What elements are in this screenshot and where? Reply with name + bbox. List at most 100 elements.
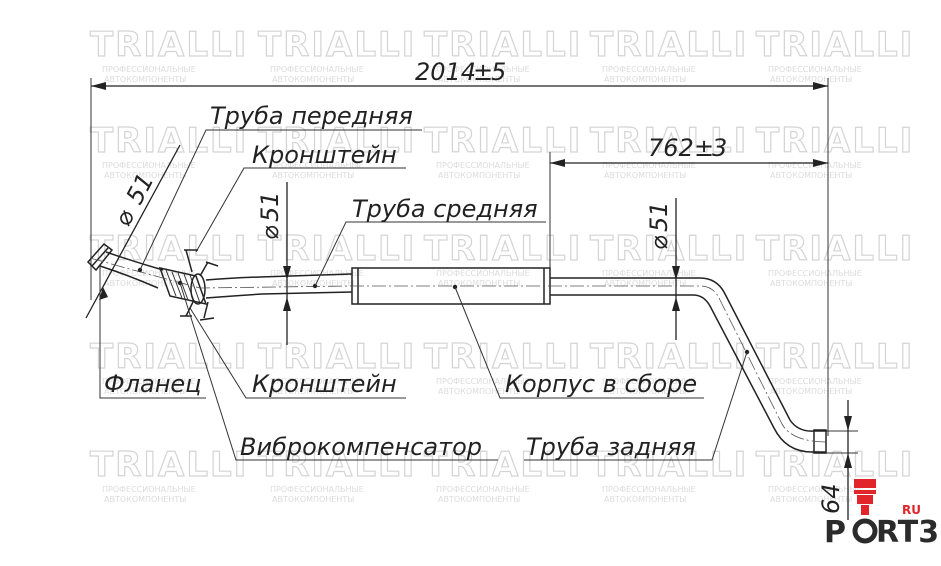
watermark-brand: TRIALLI [590, 121, 748, 161]
watermark-tagline-2: АВТОКОМПОНЕНТЫ [604, 279, 686, 288]
watermark-tagline-2: АВТОКОМПОНЕНТЫ [272, 387, 354, 396]
watermark-tagline-1: ПРОФЕССИОНАЛЬНЫЕ [102, 65, 196, 74]
dimension-outlet-height: 64 [817, 400, 852, 520]
leaders [99, 129, 748, 461]
watermark-tagline-1: ПРОФЕССИОНАЛЬНЫЕ [270, 377, 364, 386]
watermark-brand: TRIALLI [258, 121, 416, 161]
watermark-tagline-2: АВТОКОМПОНЕНТЫ [770, 75, 852, 84]
watermark-tagline-1: ПРОФЕССИОНАЛЬНЫЕ [102, 161, 196, 170]
watermark-tagline-2: АВТОКОМПОНЕНТЫ [770, 387, 852, 396]
watermark-tagline-2: АВТОКОМПОНЕНТЫ [604, 171, 686, 180]
watermark-tagline-2: АВТОКОМПОНЕНТЫ [272, 75, 354, 84]
watermark-tagline-1: ПРОФЕССИОНАЛЬНЫЕ [436, 269, 530, 278]
watermark-brand: TRIALLI [258, 337, 416, 377]
watermark-tagline-2: АВТОКОМПОНЕНТЫ [604, 495, 686, 504]
dimension-dia-rear: ⌀ 51 [645, 198, 680, 340]
label-rear-pipe: Труба задняя [526, 433, 696, 461]
rear-length-pm: ± [694, 134, 714, 162]
watermark-tagline-1: ПРОФЕССИОНАЛЬНЫЕ [102, 269, 196, 278]
watermark-brand: TRIALLI [590, 337, 748, 377]
watermark-brand: TRIALLI [756, 445, 914, 485]
rear-pipe-part [550, 277, 826, 432]
watermark-brand: TRIALLI [90, 229, 248, 269]
watermark-tagline-2: АВТОКОМПОНЕНТЫ [604, 75, 686, 84]
vibro-part [158, 266, 208, 306]
dia-mid-symbol: ⌀ [256, 225, 284, 240]
watermark-tagline-2: АВТОКОМПОНЕНТЫ [770, 171, 852, 180]
watermark-tagline-1: ПРОФЕССИОНАЛЬНЫЕ [270, 269, 364, 278]
watermark-tagline-2: АВТОКОМПОНЕНТЫ [104, 495, 186, 504]
watermark-tagline-1: ПРОФЕССИОНАЛЬНЫЕ [436, 161, 530, 170]
watermark-tagline-2: АВТОКОМПОНЕНТЫ [104, 279, 186, 288]
watermark-brand: TRIALLI [424, 445, 582, 485]
total-length-pm: ± [473, 58, 493, 86]
watermark-brand: TRIALLI [424, 337, 582, 377]
watermark-tagline-2: АВТОКОМПОНЕНТЫ [272, 495, 354, 504]
outlet-height-value: 64 [817, 483, 845, 514]
watermark-brand: TRIALLI [258, 445, 416, 485]
watermark-tagline-2: АВТОКОМПОНЕНТЫ [770, 495, 852, 504]
watermark-tagline-1: ПРОФЕССИОНАЛЬНЫЕ [768, 485, 862, 494]
watermark-brand: TRIALLI [258, 25, 416, 65]
watermark-brand: TRIALLI [258, 229, 416, 269]
logo-rt3-text: RT3 [876, 515, 939, 550]
dia-rear-symbol: ⌀ [645, 235, 673, 250]
label-front-pipe: Труба передняя [210, 102, 413, 130]
label-vibro: Виброкомпенсатор [240, 433, 482, 461]
watermark-brand: TRIALLI [90, 121, 248, 161]
label-middle-pipe: Труба средняя [352, 195, 538, 223]
watermark-brand: TRIALLI [756, 337, 914, 377]
watermark-brand: TRIALLI [424, 121, 582, 161]
watermark-tagline-1: ПРОФЕССИОНАЛЬНЫЕ [768, 65, 862, 74]
label-flange: Фланец [104, 370, 202, 398]
watermark-tagline-1: ПРОФЕССИОНАЛЬНЫЕ [102, 377, 196, 386]
watermark-brand: TRIALLI [90, 445, 248, 485]
watermark-tagline-1: ПРОФЕССИОНАЛЬНЫЕ [602, 65, 696, 74]
watermark-tagline-1: ПРОФЕССИОНАЛЬНЫЕ [270, 485, 364, 494]
logo-p-letter: P [824, 515, 846, 550]
front-pipe-part [105, 251, 164, 271]
watermark-brand: TRIALLI [756, 121, 914, 161]
dia-rear-value: 51 [645, 201, 673, 232]
label-bracket-top: Кронштейн [252, 141, 397, 169]
dimension-rear-length: 762 ± 3 [550, 134, 828, 167]
total-length-tol: 5 [491, 58, 506, 86]
bracket-top-part [184, 249, 219, 277]
watermark-brand: TRIALLI [424, 229, 582, 269]
watermark-tagline-1: ПРОФЕССИОНАЛЬНЫЕ [102, 485, 196, 494]
logo-ru-text: RU [902, 503, 921, 517]
watermark-tagline-2: АВТОКОМПОНЕНТЫ [104, 75, 186, 84]
watermark-tagline-2: АВТОКОМПОНЕНТЫ [438, 171, 520, 180]
watermark-tagline-1: ПРОФЕССИОНАЛЬНЫЕ [768, 377, 862, 386]
watermark-tagline-2: АВТОКОМПОНЕНТЫ [438, 279, 520, 288]
watermark-brand: TRIALLI [756, 229, 914, 269]
middle-pipe-part [205, 273, 353, 281]
watermark-tagline-2: АВТОКОМПОНЕНТЫ [604, 387, 686, 396]
piston-icon [854, 479, 876, 515]
total-length-value: 2014 [415, 58, 476, 86]
watermark-tagline-2: АВТОКОМПОНЕНТЫ [438, 495, 520, 504]
dia-mid-value: 51 [256, 191, 284, 222]
label-bracket-bottom: Кронштейн [252, 370, 397, 398]
rear-length-value: 762 [648, 134, 694, 162]
watermark-tagline-2: АВТОКОМПОНЕНТЫ [272, 171, 354, 180]
watermark-tagline-2: АВТОКОМПОНЕНТЫ [104, 171, 186, 180]
watermark-tagline-2: АВТОКОМПОНЕНТЫ [272, 279, 354, 288]
watermark-tagline-2: АВТОКОМПОНЕНТЫ [770, 279, 852, 288]
dimension-total-length: 2014 ± 5 [91, 58, 828, 90]
watermark-layer: TRIALLIПРОФЕССИОНАЛЬНЫЕАВТОКОМПОНЕНТЫTRI… [89, 24, 914, 504]
watermark-brand: TRIALLI [424, 25, 582, 65]
watermark-tagline-1: ПРОФЕССИОНАЛЬНЫЕ [602, 485, 696, 494]
port3-logo: RU P RT3 [824, 479, 939, 550]
watermark-tagline-1: ПРОФЕССИОНАЛЬНЫЕ [768, 269, 862, 278]
logo-o-ring [852, 518, 878, 544]
watermark-tagline-2: АВТОКОМПОНЕНТЫ [104, 387, 186, 396]
watermark-brand: TRIALLI [90, 25, 248, 65]
watermark-tagline-1: ПРОФЕССИОНАЛЬНЫЕ [436, 65, 530, 74]
label-housing: Корпус в сборе [505, 370, 697, 398]
bracket-bottom-part [180, 299, 215, 321]
watermark-tagline-1: ПРОФЕССИОНАЛЬНЫЕ [270, 161, 364, 170]
watermark-tagline-1: ПРОФЕССИОНАЛЬНЫЕ [602, 377, 696, 386]
watermark-tagline-1: ПРОФЕССИОНАЛЬНЫЕ [436, 377, 530, 386]
dimension-dia-mid: ⌀ 51 [256, 182, 291, 345]
